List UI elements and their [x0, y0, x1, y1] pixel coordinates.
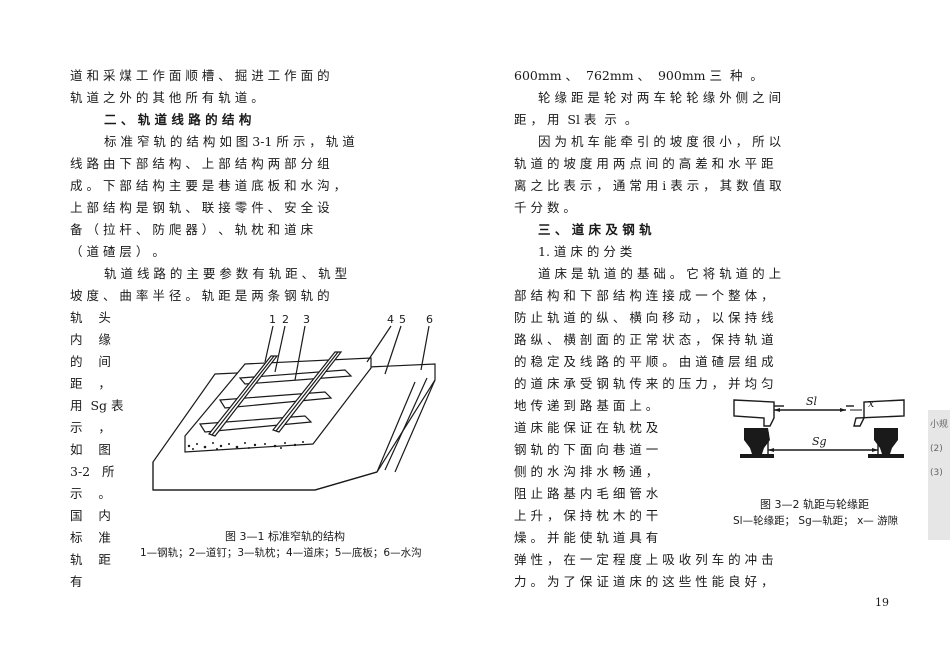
figure-label: 3	[303, 313, 310, 326]
figure-label-sl: Sl	[806, 395, 818, 408]
narrow-line: 示 ，	[70, 420, 111, 435]
body-line: 防 止 轨 道 的 纵 、 横 向 移 动 ， 以 保 持 线	[514, 310, 774, 325]
narrow-line: 3-2 所	[70, 464, 115, 479]
body-line: 轨 道 之 外 的 其 他 所 有 轨 道 。	[70, 90, 264, 105]
body-line: 因 为 机 车 能 牵 引 的 坡 度 很 小 ， 所 以	[538, 134, 782, 149]
body-line: 路 纵 、 横 剖 面 的 正 常 状 态 ， 保 持 轨 道	[514, 332, 774, 347]
narrow-line: 用 Sg 表	[70, 398, 124, 413]
body-line: 轮 缘 距 是 轮 对 两 车 轮 轮 缘 外 侧 之 间	[538, 90, 782, 105]
narrow-line: 钢 轨 的 下 面 向 巷 道 一	[514, 442, 659, 457]
body-line: 上 部 结 构 是 钢 轨 、 联 接 零 件 、 安 全 设	[70, 200, 330, 215]
section-heading: 二 、 轨 道 线 路 的 结 构	[104, 112, 252, 127]
body-line: 道 床 是 轨 道 的 基 础 。 它 将 轨 道 的 上	[538, 266, 782, 281]
narrow-line: 内 缘	[70, 332, 111, 347]
body-line: 离 之 比 表 示 ， 通 常 用 i 表 示 ， 其 数 值 取	[514, 178, 782, 193]
body-line: 轨 道 的 坡 度 用 两 点 间 的 高 差 和 水 平 距	[514, 156, 774, 171]
figure-label: 4	[387, 313, 394, 326]
body-line: 千 分 数 。	[514, 200, 576, 215]
body-line: 道 和 采 煤 工 作 面 顺 槽 、 掘 进 工 作 面 的	[70, 68, 330, 83]
body-line: 600mm 、 762mm 、 900mm 三 种 。	[514, 68, 763, 83]
figure-label: 5	[399, 313, 406, 326]
narrow-line: 国 内	[70, 508, 111, 523]
body-line: 成 。 下 部 结 构 主 要 是 巷 道 底 板 和 水 沟 ，	[70, 178, 347, 193]
figure-caption-legend: 1—钢轨；2—道钉；3—轨枕；4—道床；5—底板；6—水沟	[140, 547, 422, 559]
body-line: （ 道 碴 层 ） 。	[70, 244, 165, 259]
narrow-line: 示 。	[70, 486, 111, 501]
narrow-line: 地 传 递 到 路 基 面 上 。	[514, 398, 659, 413]
body-line: 的 道 床 承 受 钢 轨 传 来 的 压 力 ， 并 均 匀	[514, 376, 774, 391]
narrow-line: 道 床 能 保 证 在 轨 枕 及	[514, 420, 659, 435]
figure-label-x: x	[868, 397, 875, 410]
figure-label: 1	[269, 313, 276, 326]
body-line: 坡 度 、 曲 率 半 径 。 轨 距 是 两 条 钢 轨 的	[70, 288, 330, 303]
figure-caption-legend: Sl—轮缘距； Sg—轨距； x— 游隙	[733, 515, 899, 527]
figure-label: 6	[426, 313, 433, 326]
narrow-line: 上 升 ， 保 持 枕 木 的 干	[514, 508, 659, 523]
narrow-line: 燥 。 并 能 使 轨 道 具 有	[514, 530, 659, 545]
narrow-line: 如 图	[70, 442, 111, 457]
body-line: 标 准 窄 轨 的 结 构 如 图 3-1 所 示 ， 轨 道	[104, 134, 355, 149]
edge-text: (2)	[930, 444, 943, 454]
track-structure-figure: 1 2 3 4 5 6	[152, 313, 436, 491]
narrow-line: 标 准	[70, 530, 111, 545]
body-line: 部 结 构 和 下 部 结 构 连 接 成 一 个 整 体 ，	[514, 288, 774, 303]
page-number: 19	[875, 596, 889, 609]
narrow-line: 轨 距	[70, 552, 111, 567]
narrow-line: 距 ，	[70, 376, 111, 391]
figure-caption-title: 图 3—2 轨距与轮缘距	[760, 498, 869, 511]
body-line: 备 （ 拉 杆 、 防 爬 器 ） 、 轨 枕 和 道 床	[70, 222, 314, 237]
figure-label-sg: Sg	[812, 435, 827, 448]
narrow-line: 的 间	[70, 354, 111, 369]
body-line: 弹 性 ， 在 一 定 程 度 上 吸 收 列 车 的 冲 击	[514, 552, 774, 567]
body-line: 距 ， 用 Sl 表 示 。	[514, 112, 638, 127]
figure-caption-title: 图 3—1 标准窄轨的结构	[225, 530, 345, 543]
narrow-line: 轨 头	[70, 310, 111, 325]
body-line: 线 路 由 下 部 结 构 、 上 部 结 构 两 部 分 组	[70, 156, 330, 171]
edge-text: 小规	[930, 420, 949, 430]
figure-label: 2	[282, 313, 289, 326]
body-line: 力 。 为 了 保 证 道 床 的 这 些 性 能 良 好 ，	[514, 574, 774, 589]
gauge-flange-figure: Sl x Sg	[733, 395, 905, 458]
body-line: 轨 道 线 路 的 主 要 参 数 有 轨 距 、 轨 型	[104, 266, 348, 281]
subsection-heading: 1. 道 床 的 分 类	[538, 244, 633, 259]
narrow-line: 有	[70, 574, 83, 589]
section-heading: 三 、 道 床 及 钢 轨	[538, 222, 652, 237]
narrow-line: 侧 的 水 沟 排 水 畅 通 ，	[514, 464, 659, 479]
edge-text: (3)	[930, 468, 943, 478]
adjacent-page-edge: 小规 (2) (3)	[928, 410, 950, 540]
body-line: 的 稳 定 及 线 路 的 平 顺 。 由 道 碴 层 组 成	[514, 354, 774, 369]
narrow-line: 阻 止 路 基 内 毛 细 管 水	[514, 486, 659, 501]
